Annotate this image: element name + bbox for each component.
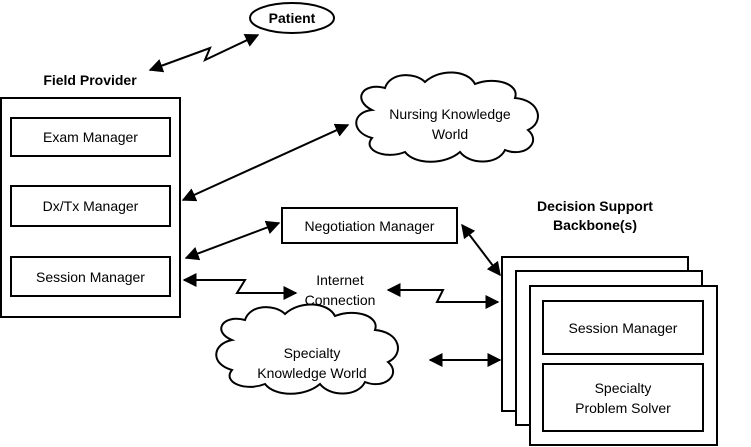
exam-manager-module: Exam Manager [10, 117, 171, 157]
internet-line1: Internet [316, 272, 364, 288]
problem-solver-line2: Problem Solver [575, 399, 671, 416]
backbone-session-manager-module: Session Manager [542, 300, 704, 355]
patient-node [249, 2, 335, 34]
session-internet-arrow [182, 273, 298, 300]
backbone-title-line1: Decision Support [537, 198, 653, 214]
backbone-session-manager-label: Session Manager [568, 319, 678, 336]
nursing-knowledge-cloud [355, 71, 539, 163]
dxtx-manager-module: Dx/Tx Manager [10, 185, 171, 227]
specialty-problem-solver-module: Specialty Problem Solver [542, 363, 704, 432]
specialty-cloud-line2: Knowledge World [257, 365, 367, 381]
session-manager-module: Session Manager [10, 256, 171, 297]
exam-manager-label: Exam Manager [43, 129, 138, 145]
specialty-cloud-line1: Specialty [283, 345, 341, 361]
problem-solver-line1: Specialty [594, 379, 652, 396]
field-provider-title: Field Provider [43, 72, 137, 88]
internet-backbone-arrow [386, 283, 500, 309]
negotiation-manager-box: Negotiation Manager [281, 207, 458, 244]
specialty-knowledge-cloud [215, 303, 399, 395]
patient-label: Patient [268, 10, 316, 26]
negotiation-manager-label: Negotiation Manager [304, 217, 435, 234]
session-negotiation-arrow [184, 220, 281, 261]
nursing-cloud-line1: Nursing Knowledge [389, 106, 511, 122]
dxtx-nursing-arrow [181, 123, 350, 202]
nursing-cloud-line2: World [431, 126, 469, 142]
patient-link-arrow [148, 34, 260, 73]
internet-line2: Connection [304, 292, 376, 308]
backbone-title-line2: Backbone(s) [552, 217, 638, 233]
negotiation-backbone-arrow [461, 223, 501, 277]
session-manager-label: Session Manager [36, 268, 145, 285]
dxtx-manager-label: Dx/Tx Manager [42, 198, 139, 214]
